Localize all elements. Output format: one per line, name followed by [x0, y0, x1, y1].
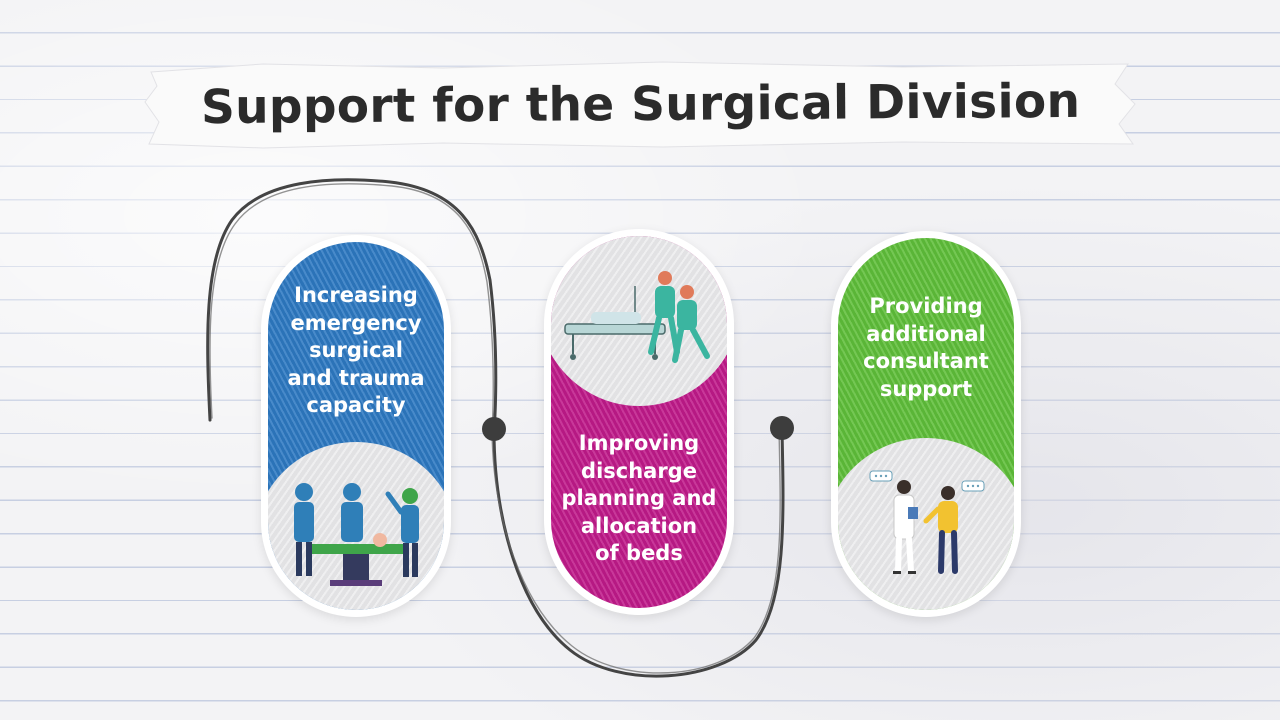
speech-bubble-icon [961, 480, 985, 492]
connector-node-right [770, 416, 794, 440]
card-label: Increasing emergency surgical and trauma… [287, 283, 425, 417]
card-label: Providing additional consultant support [863, 294, 989, 401]
surgical-team-illustration [294, 483, 419, 586]
card-emergency-capacity: Increasing emergency surgical and trauma… [268, 242, 444, 610]
page-title: Support for the Surgical Division [200, 73, 1081, 135]
speech-bubble-icon [869, 470, 893, 482]
patient-figure [923, 486, 958, 574]
torn-paper-strip [144, 61, 1136, 149]
patient-transport-illustration [564, 271, 710, 363]
illustration-bubble [838, 438, 1014, 610]
nurse-front [648, 271, 680, 355]
surgeon-right [385, 488, 419, 577]
surgeon-middle [341, 483, 363, 542]
consultant-conversation-illustration [869, 470, 985, 574]
title-banner: Support for the Surgical Division [143, 58, 1138, 150]
surgeon-left [294, 483, 314, 576]
connector-node-left [482, 417, 506, 441]
doctor-figure [893, 480, 918, 574]
card-discharge-planning: Improving discharge planning and allocat… [551, 236, 727, 608]
nurse-back [672, 285, 710, 363]
connector-path [206, 178, 785, 678]
card-label: Improving discharge planning and allocat… [561, 431, 717, 565]
card-consultant-support: Providing additional consultant support [838, 238, 1014, 610]
